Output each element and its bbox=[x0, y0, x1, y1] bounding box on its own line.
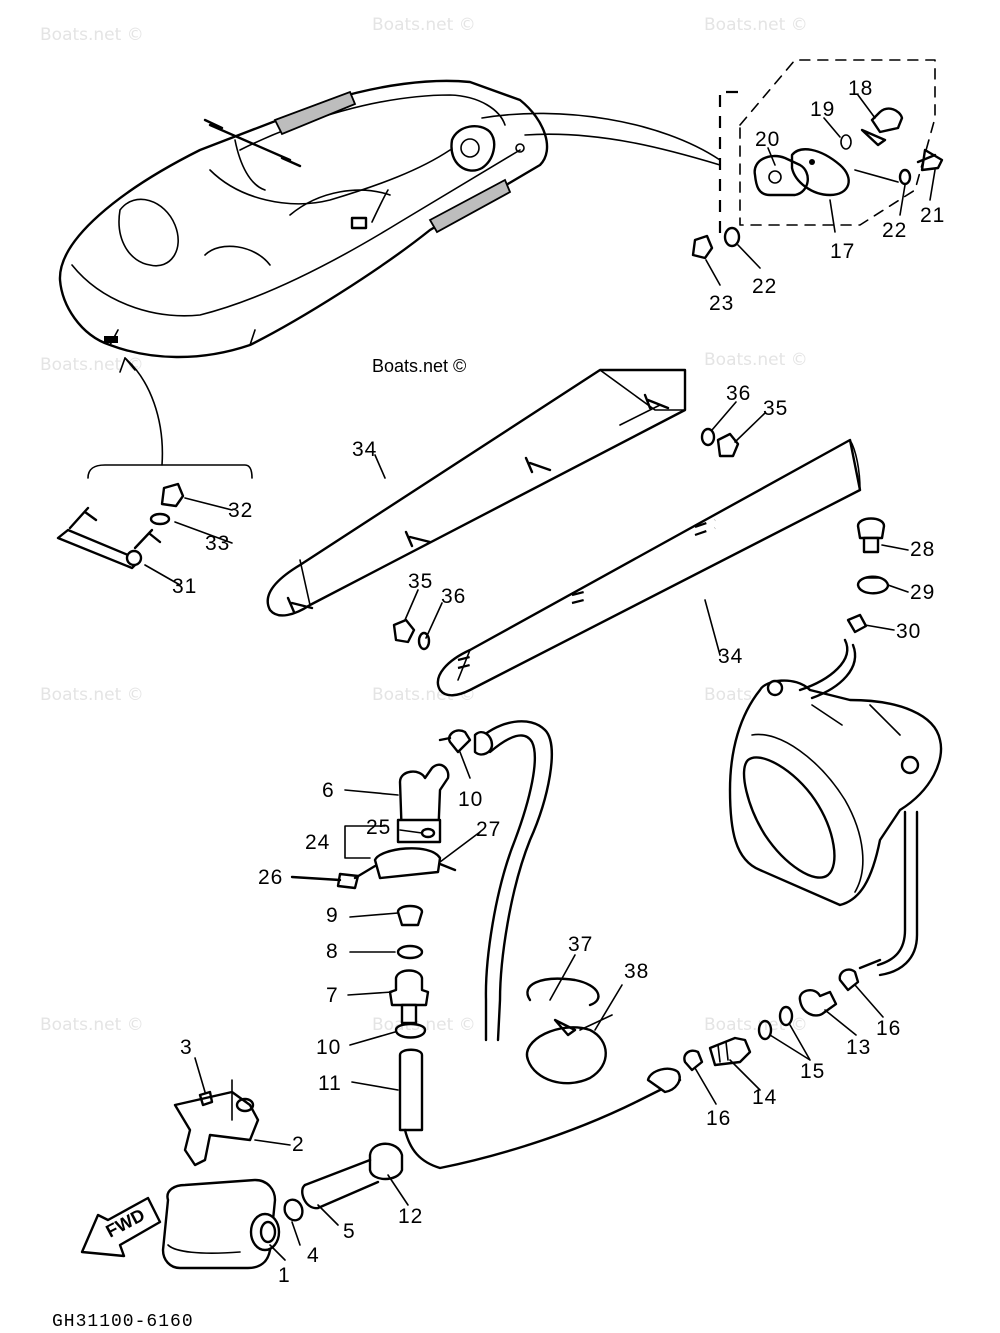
sponson-left bbox=[266, 368, 687, 617]
part-number: 12 bbox=[398, 1205, 423, 1228]
water-lock-hose bbox=[283, 720, 682, 1222]
part-number: 26 bbox=[258, 866, 283, 889]
part-number: 5 bbox=[343, 1220, 356, 1243]
watermark: Boats.net © bbox=[704, 15, 808, 35]
part-number: 28 bbox=[910, 538, 935, 561]
part-number: 16 bbox=[706, 1107, 731, 1130]
hull-drain-group bbox=[56, 357, 253, 570]
part-number: 33 bbox=[205, 532, 230, 555]
bracket-group bbox=[173, 1079, 260, 1167]
jet-nozzle bbox=[728, 638, 943, 977]
watermark: Boats.net © bbox=[40, 1015, 144, 1035]
forward-arrow: FWD bbox=[80, 1196, 162, 1258]
part-number: 11 bbox=[318, 1072, 342, 1095]
part-number: 16 bbox=[876, 1017, 901, 1040]
part-number: 34 bbox=[718, 645, 743, 668]
watercraft-hull bbox=[58, 79, 721, 359]
part-number: 7 bbox=[326, 984, 339, 1007]
watermark: Boats.net © bbox=[372, 15, 476, 35]
part-number: 10 bbox=[316, 1036, 341, 1059]
part-numbers: 18 19 20 21 22 17 22 23 34 36 35 32 33 3… bbox=[172, 77, 945, 1287]
part-number: 34 bbox=[352, 438, 377, 461]
part-number: 25 bbox=[366, 816, 391, 839]
part-number: 35 bbox=[763, 397, 788, 420]
part-number: 8 bbox=[326, 940, 339, 963]
part-number: 6 bbox=[322, 779, 335, 802]
drawing-code: GH31100-6160 bbox=[52, 1312, 194, 1332]
part-number: 23 bbox=[709, 292, 734, 315]
part-number: 30 bbox=[896, 620, 921, 643]
check-valve-group bbox=[683, 958, 882, 1072]
leader-lines bbox=[144, 94, 936, 1261]
part-number: 32 bbox=[228, 499, 253, 522]
part-number: 36 bbox=[441, 585, 466, 608]
part-number: 2 bbox=[292, 1133, 305, 1156]
part-number: 15 bbox=[800, 1060, 825, 1083]
drain-plug-group bbox=[846, 517, 890, 634]
water-box bbox=[161, 1178, 281, 1270]
watermark: Boats.net © bbox=[704, 350, 808, 370]
watermark: Boats.net © bbox=[40, 685, 144, 705]
part-number: 18 bbox=[848, 77, 873, 100]
part-number: 17 bbox=[830, 240, 855, 263]
vent-assembly-inset bbox=[691, 59, 944, 260]
part-number: 22 bbox=[882, 219, 907, 242]
part-number: 35 bbox=[408, 570, 433, 593]
hose-bands bbox=[525, 977, 613, 1085]
part-number: 24 bbox=[305, 831, 330, 854]
part-number: 27 bbox=[476, 818, 501, 841]
part-number: 10 bbox=[458, 788, 483, 811]
part-number: 20 bbox=[755, 128, 780, 151]
watermark: Boats.net © bbox=[40, 25, 144, 45]
part-number: 14 bbox=[752, 1086, 777, 1109]
part-number: 29 bbox=[910, 581, 935, 604]
part-number: 4 bbox=[307, 1244, 320, 1267]
part-number: 1 bbox=[278, 1264, 291, 1287]
part-number: 19 bbox=[810, 98, 835, 121]
part-number: 38 bbox=[624, 960, 649, 983]
part-number: 13 bbox=[846, 1036, 871, 1059]
watermark: Boats.net © bbox=[372, 1015, 476, 1035]
part-number: 22 bbox=[752, 275, 777, 298]
part-number: 3 bbox=[180, 1036, 193, 1059]
part-number: 36 bbox=[726, 382, 751, 405]
part-number: 31 bbox=[172, 575, 197, 598]
part-number: 9 bbox=[326, 904, 339, 927]
watermark: Boats.net © bbox=[40, 355, 144, 375]
sponson-right bbox=[392, 427, 862, 697]
credit-label: Boats.net © bbox=[372, 356, 466, 376]
part-number: 37 bbox=[568, 933, 593, 956]
part-number: 21 bbox=[920, 204, 945, 227]
